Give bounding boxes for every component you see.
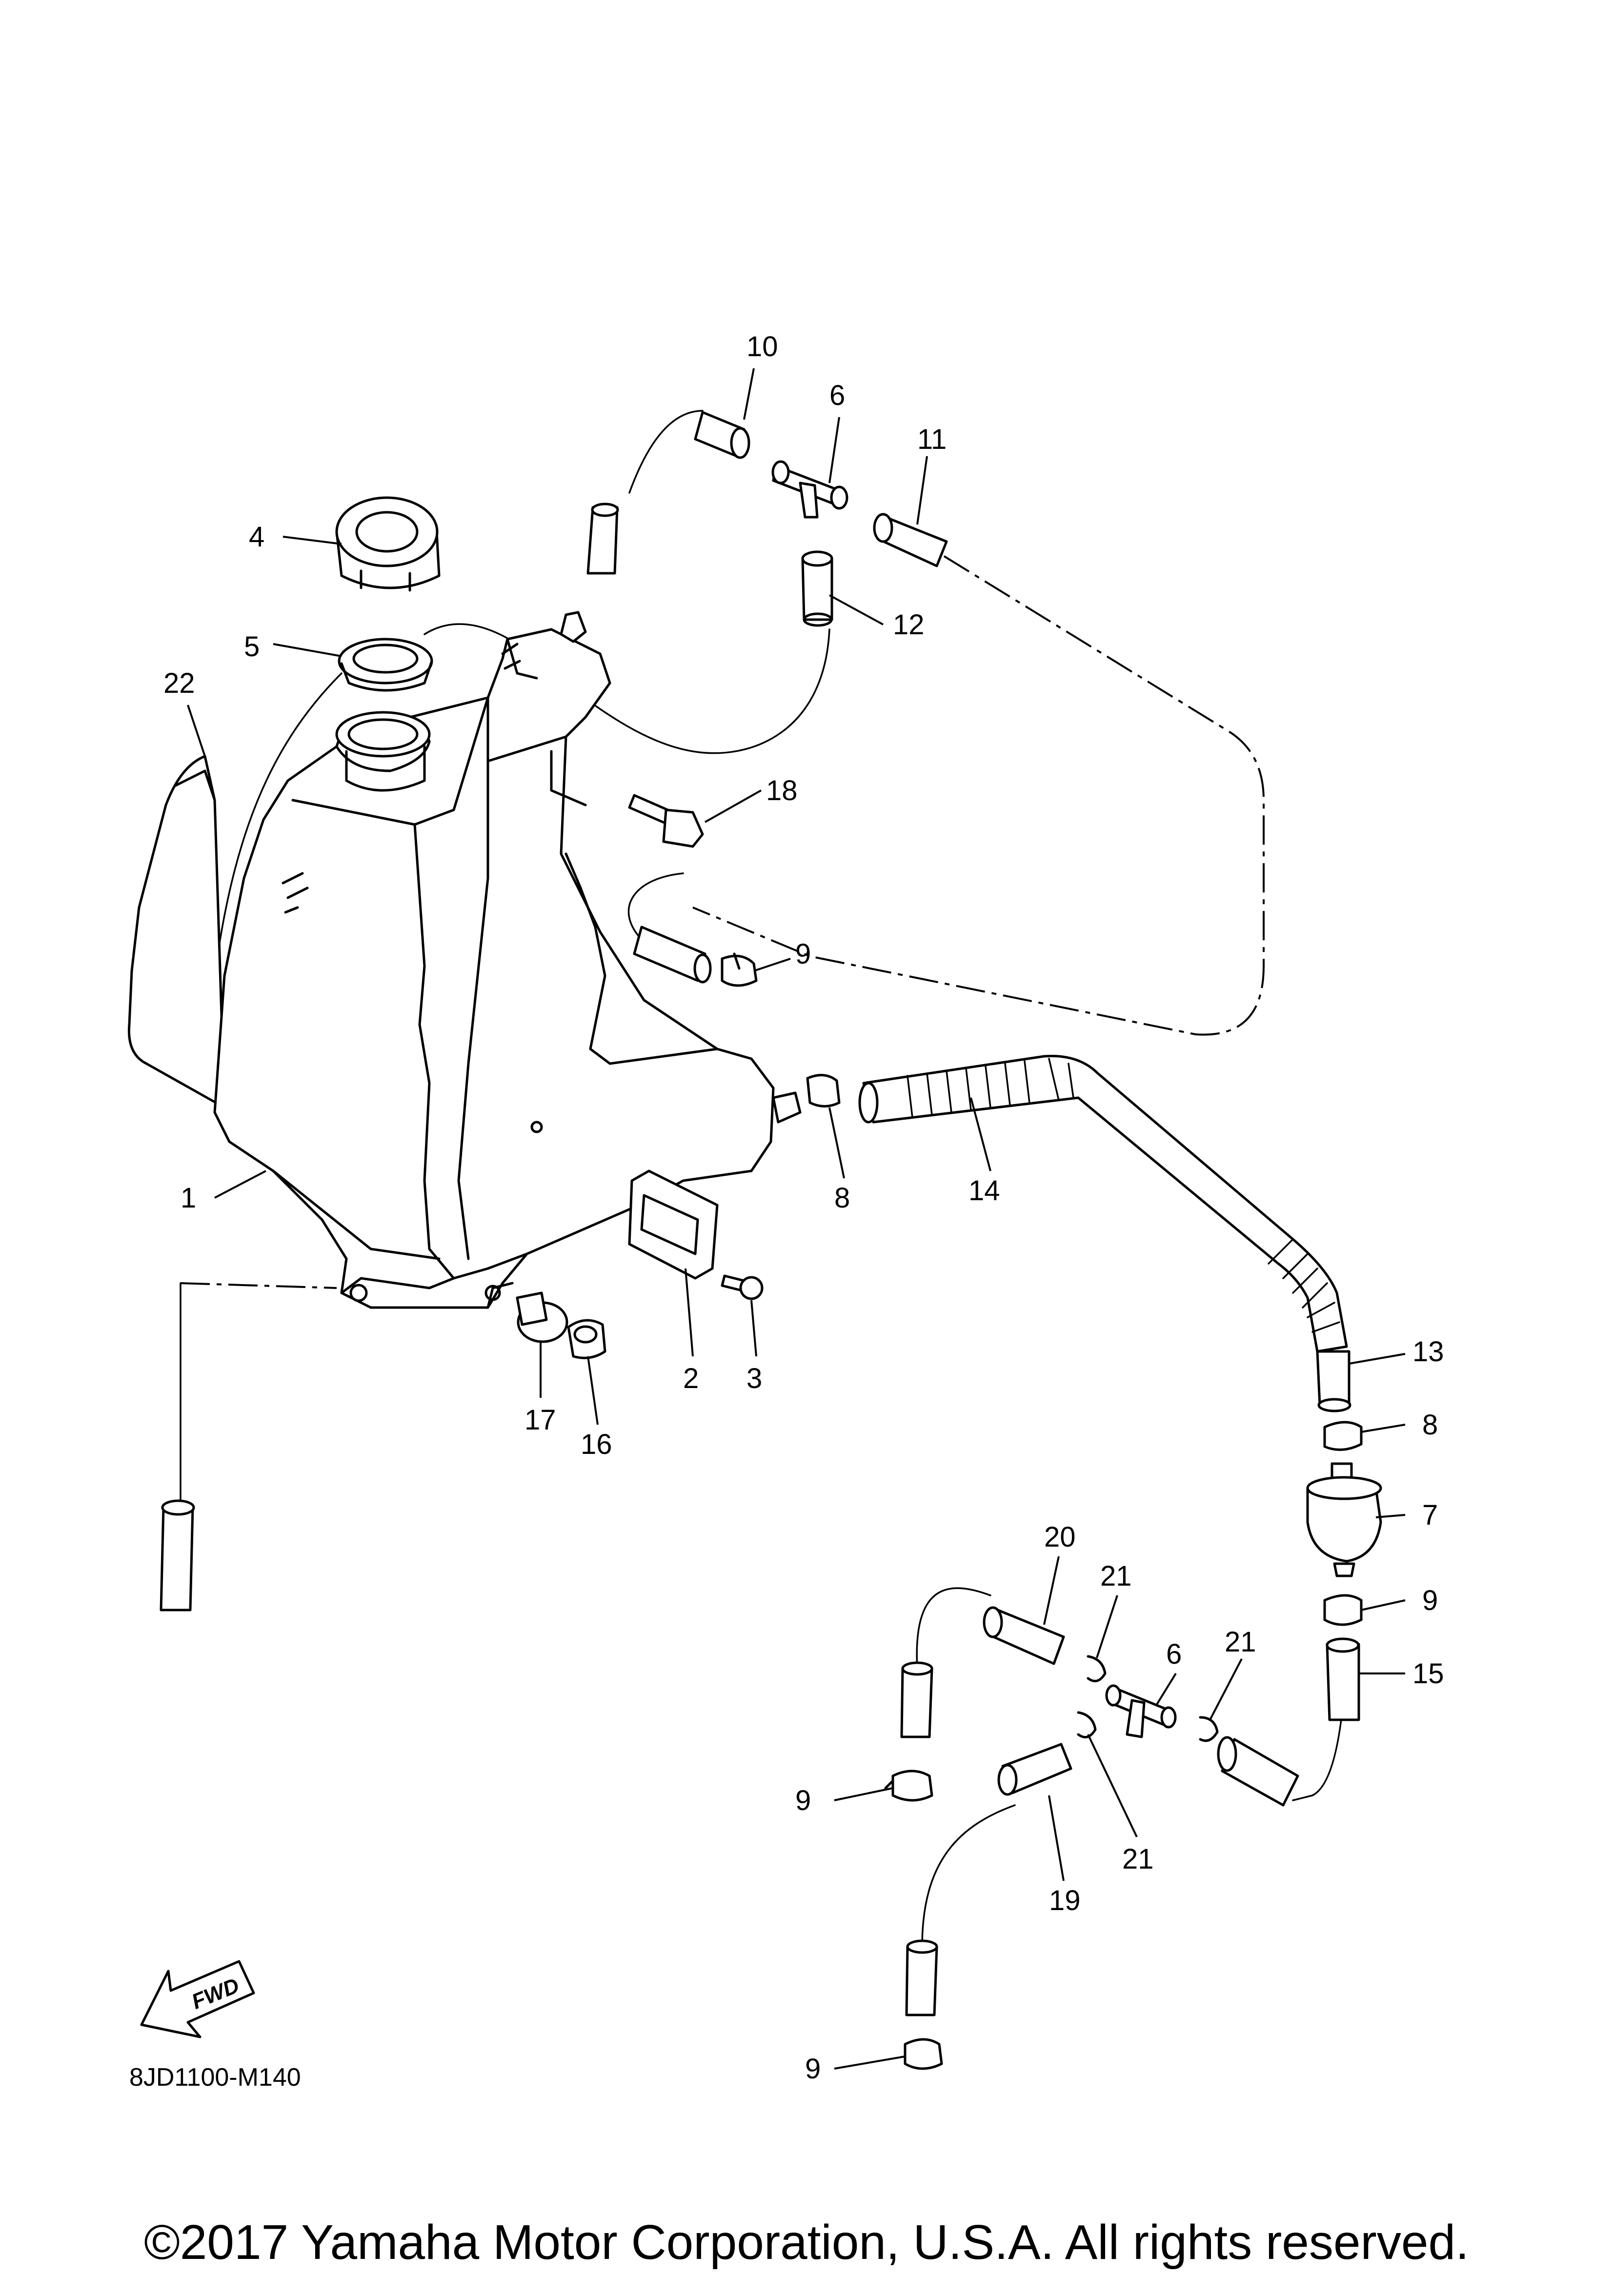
copyright-notice: ©2017 Yamaha Motor Corporation, U.S.A. A… — [144, 2215, 1469, 2270]
fuel-filter-part-7 — [1306, 1462, 1382, 1577]
hose-part-10 — [694, 411, 750, 459]
clamp-part-8-left — [806, 1074, 841, 1108]
diagram-code: 8JD1100-M140 — [129, 2063, 301, 2092]
hose-part-15 — [1326, 1637, 1360, 1721]
hose-part-12 — [801, 550, 833, 627]
callout-6-upper: 6 — [829, 380, 845, 411]
callout-8-left: 8 — [834, 1182, 850, 1214]
clip-part-21-upper — [1087, 1655, 1107, 1683]
callout-16: 16 — [581, 1429, 612, 1460]
callout-12: 12 — [893, 609, 925, 641]
callout-9-right: 9 — [1422, 1585, 1438, 1616]
bracket-part-2 — [628, 1169, 719, 1280]
callout-4: 4 — [249, 521, 264, 553]
callout-21-lower: 21 — [1122, 1843, 1154, 1875]
callout-7: 7 — [1422, 1499, 1438, 1531]
clamp-part-9-upper — [721, 952, 758, 987]
callout-14: 14 — [968, 1175, 1000, 1207]
hose-lower-right — [1217, 1736, 1299, 1807]
side-cover-part-22 — [127, 755, 226, 1109]
callout-11: 11 — [917, 423, 947, 455]
callout-3: 3 — [746, 1363, 762, 1394]
callout-8-right: 8 — [1422, 1409, 1438, 1441]
callout-labels: 10 6 11 4 5 22 12 18 9 8 14 1 2 3 17 16 … — [163, 331, 1444, 2085]
clip-part-21-right — [1199, 1716, 1219, 1742]
callout-9-upper: 9 — [795, 938, 811, 970]
clamp-part-9-right — [1323, 1594, 1363, 1626]
callout-9-lower-center: 9 — [795, 1785, 811, 1816]
fwd-arrow-icon: FWD — [140, 1960, 255, 2038]
routing-lines — [180, 410, 1348, 1948]
callout-6-lower: 6 — [1166, 1638, 1182, 1670]
callout-17: 17 — [524, 1404, 556, 1436]
callout-13: 13 — [1412, 1336, 1444, 1368]
screw-part-3 — [721, 1274, 764, 1300]
callout-20: 20 — [1044, 1521, 1076, 1553]
drain-hose-lower-left — [160, 1499, 195, 1611]
hose-part-19 — [997, 1743, 1072, 1796]
hose-lower-center — [900, 1661, 933, 1738]
fuel-tank-part-1 — [213, 611, 802, 1309]
nut-part-16 — [567, 1319, 606, 1359]
hose-bottom-center — [905, 1939, 938, 2016]
damper-part-17 — [516, 1291, 568, 1343]
callout-21-right: 21 — [1225, 1626, 1256, 1658]
fuel-hose-part-14 — [858, 1054, 1348, 1353]
callout-10: 10 — [746, 331, 778, 363]
hose-part-20 — [983, 1606, 1065, 1665]
fuel-cap-part-4 — [335, 496, 441, 592]
hose-part-11 — [873, 513, 948, 567]
clamp-part-9-bottom — [904, 2038, 943, 2070]
hose-part-13 — [1316, 1350, 1351, 1412]
callout-2: 2 — [683, 1363, 699, 1394]
hose-upper-left — [586, 503, 619, 575]
bolt-part-18 — [628, 794, 704, 848]
hose-near-tank — [633, 926, 712, 984]
gasket-part-5 — [338, 638, 433, 692]
callout-5: 5 — [244, 631, 260, 663]
callout-9-bottom: 9 — [805, 2053, 821, 2085]
callout-15: 15 — [1412, 1658, 1444, 1690]
callout-22: 22 — [163, 667, 195, 699]
callout-1: 1 — [181, 1182, 196, 1214]
clamp-part-9-lower-center — [884, 1770, 933, 1802]
clip-part-21-lower — [1077, 1711, 1097, 1739]
tee-joint-part-6-lower — [1105, 1684, 1177, 1738]
tee-joint-part-6-upper — [771, 460, 848, 519]
callout-18: 18 — [766, 775, 798, 806]
leader-lines — [187, 368, 1406, 2070]
clamp-part-8-right — [1323, 1421, 1363, 1451]
callout-21-upper: 21 — [1100, 1560, 1132, 1592]
callout-19: 19 — [1049, 1885, 1081, 1916]
